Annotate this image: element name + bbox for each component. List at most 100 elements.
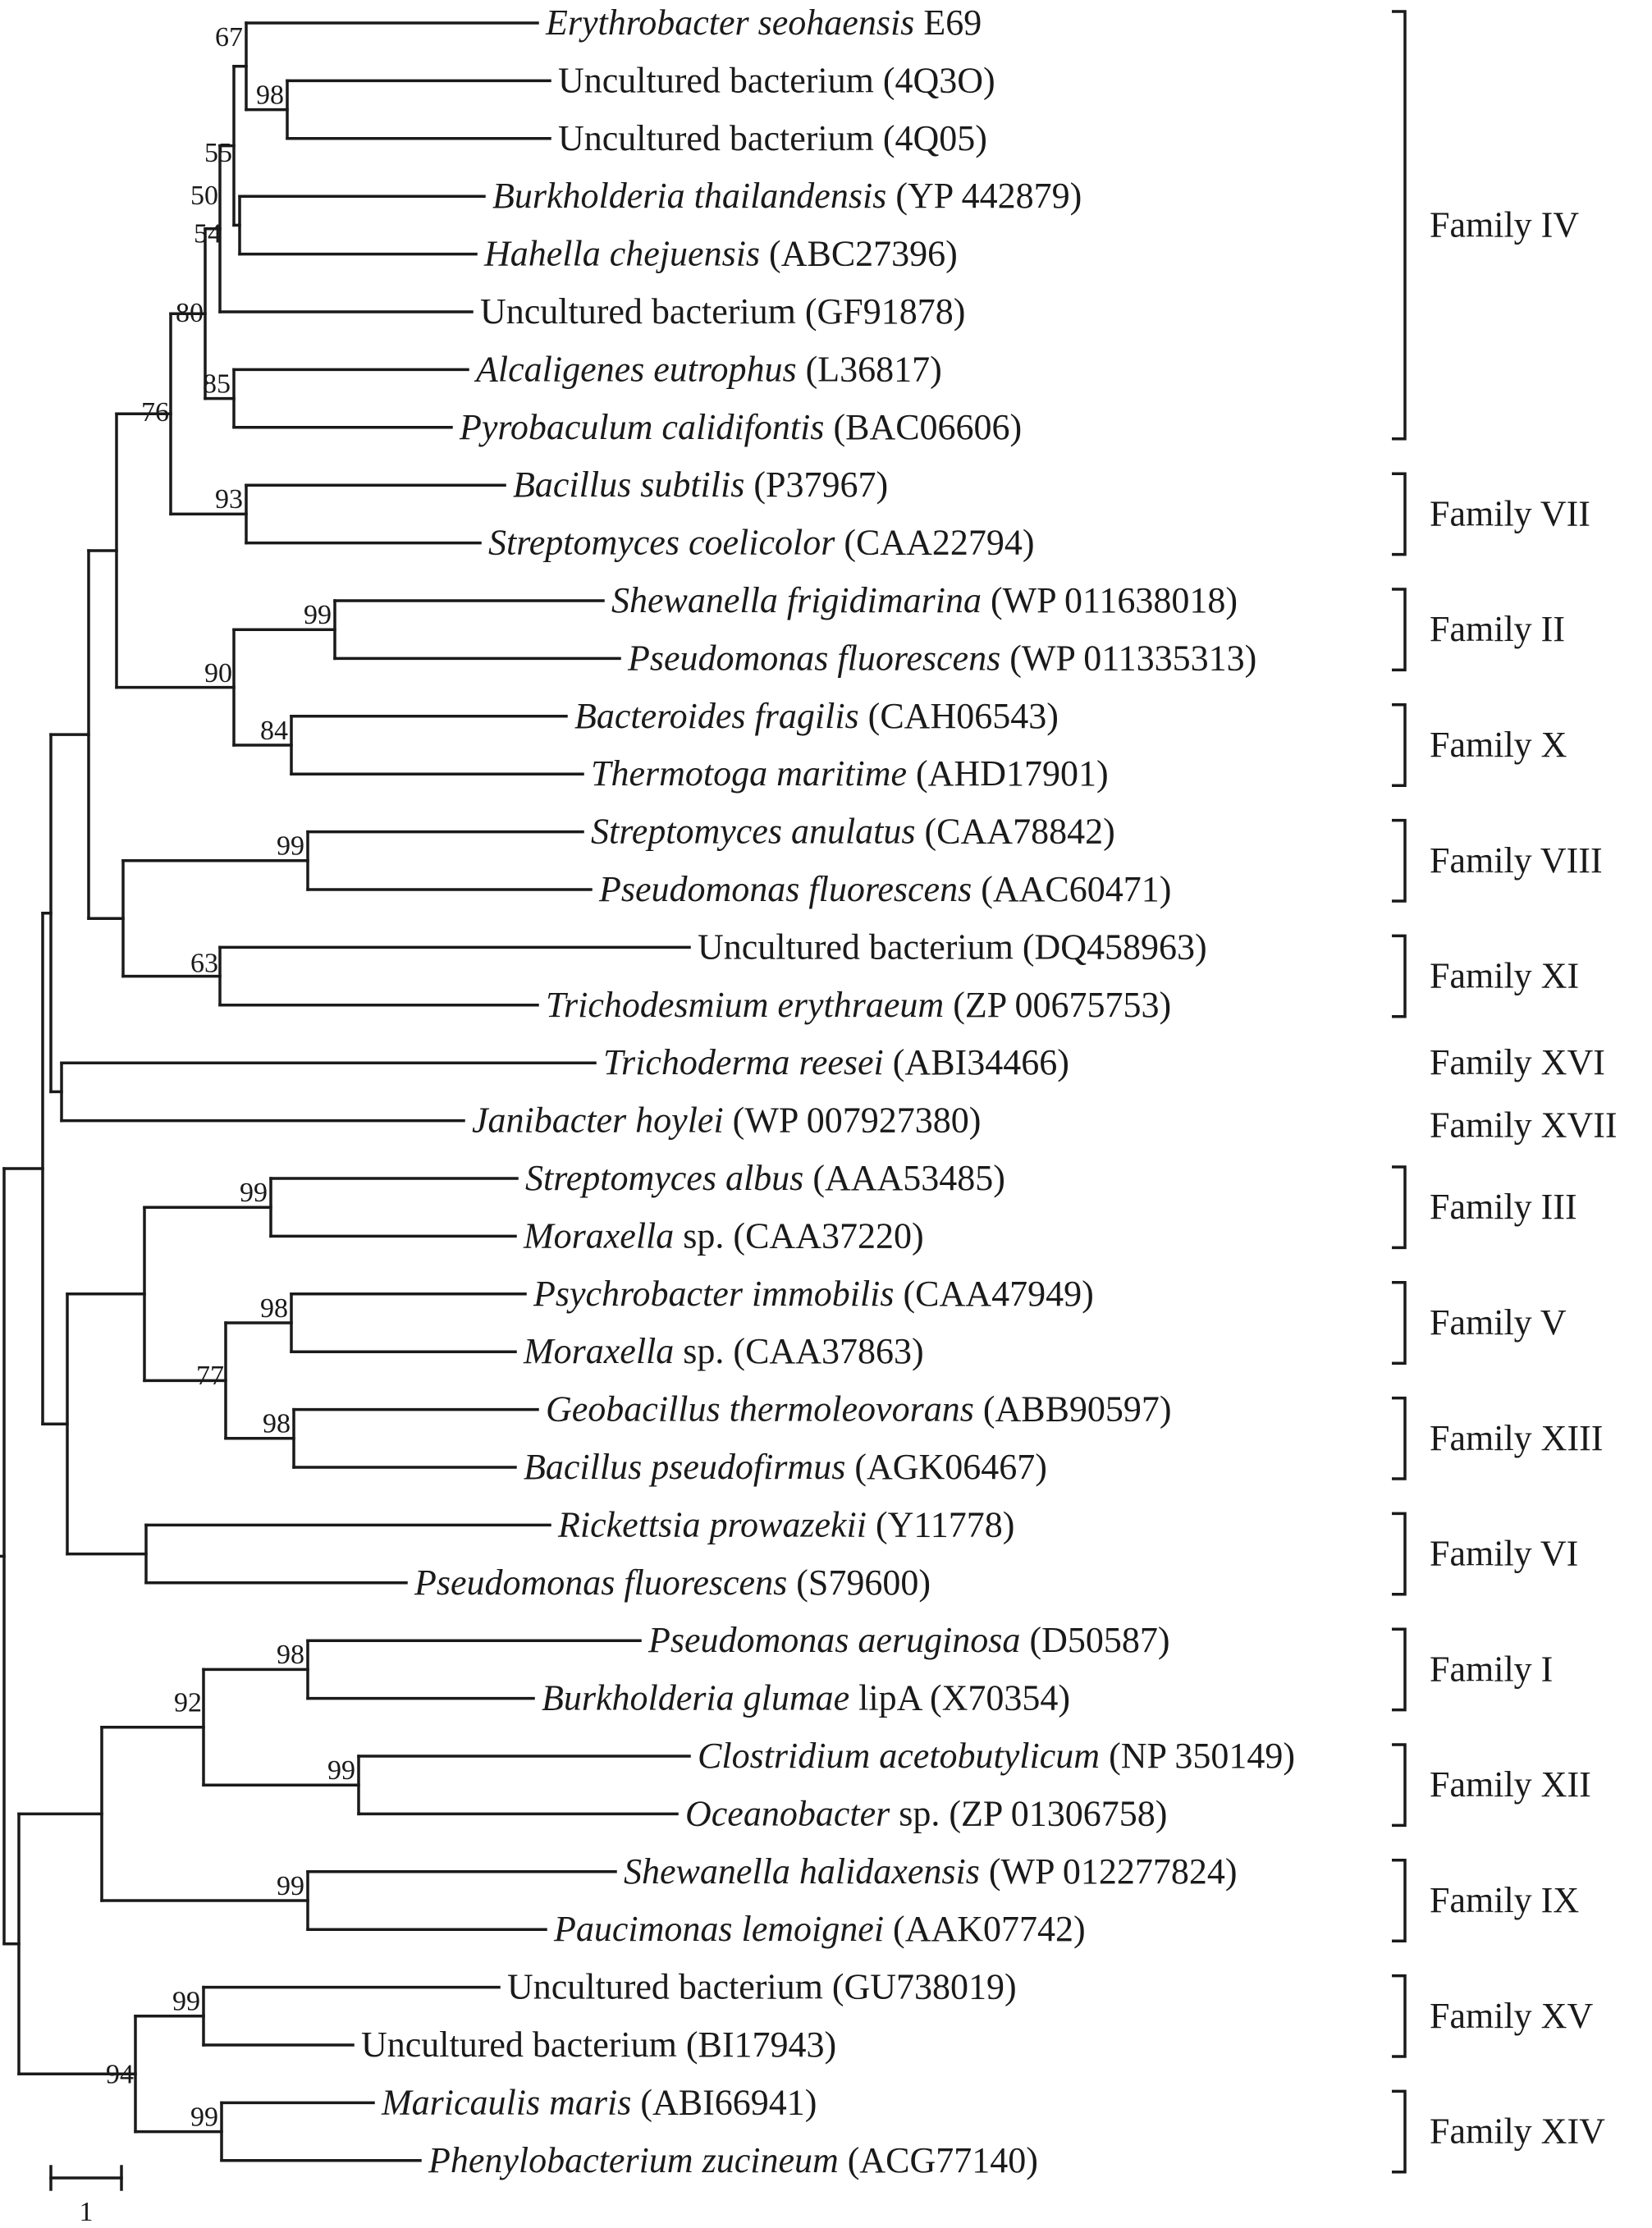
bootstrap-value: 77 bbox=[196, 1361, 224, 1391]
taxon-accession: (P37967) bbox=[744, 464, 888, 505]
taxon-label: Burkholderia thailandensis (YP 442879) bbox=[492, 176, 1082, 216]
taxon-species: Janibacter hoylei bbox=[472, 1100, 724, 1141]
family-label: Family VI bbox=[1430, 1534, 1578, 1574]
taxon-label: Pseudomonas fluorescens (S79600) bbox=[414, 1562, 931, 1603]
bootstrap-value: 93 bbox=[215, 484, 243, 515]
taxon-species: Trichodesmium erythraeum bbox=[546, 985, 944, 1025]
taxon-label: Streptomyces coelicolor (CAA22794) bbox=[488, 523, 1035, 563]
taxon-species: Clostridium acetobutylicum bbox=[698, 1736, 1100, 1776]
family-label: Family II bbox=[1430, 609, 1565, 649]
family-bracket bbox=[1392, 818, 1407, 903]
family-label: Family VII bbox=[1430, 493, 1590, 533]
family-bracket bbox=[1392, 1165, 1407, 1250]
family-bracket bbox=[1392, 1974, 1407, 2058]
taxon-species: Oceanobacter bbox=[685, 1793, 890, 1833]
bootstrap-value: 50 bbox=[190, 181, 218, 211]
bootstrap-values: 9867545550858093769984909963999898779899… bbox=[106, 22, 355, 2132]
bootstrap-value: 92 bbox=[174, 1688, 202, 1718]
taxon-label: Paucimonas lemoignei (AAK07742) bbox=[553, 1909, 1086, 1949]
taxon-label: Bacteroides fragilis (CAH06543) bbox=[574, 696, 1059, 736]
taxon-accession: lipA (X70354) bbox=[849, 1678, 1070, 1718]
bootstrap-value: 55 bbox=[204, 138, 232, 168]
taxon-label: Bacillus pseudofirmus (AGK06467) bbox=[524, 1447, 1047, 1487]
family-bracket bbox=[1392, 1859, 1407, 1942]
taxon-species: Burkholderia glumae bbox=[542, 1678, 849, 1718]
taxon-accession: (WP 012277824) bbox=[980, 1851, 1238, 1892]
taxon-accession: (ABB90597) bbox=[974, 1389, 1172, 1430]
taxon-accession: (D50587) bbox=[1020, 1620, 1169, 1660]
family-bracket bbox=[1392, 2089, 1407, 2174]
taxon-label: Uncultured bacterium (4Q3O) bbox=[558, 60, 995, 100]
taxon-accession: (CAA22794) bbox=[835, 523, 1034, 563]
taxon-species: Streptomyces albus bbox=[525, 1158, 803, 1198]
taxon-species: Pseudomonas fluorescens bbox=[414, 1562, 787, 1603]
taxon-label: Moraxella sp. (CAA37220) bbox=[523, 1215, 924, 1256]
taxon-species: Erythrobacter seohaensis bbox=[545, 2, 914, 43]
taxon-accession: (ABC27396) bbox=[760, 234, 958, 274]
taxon-accession: Uncultured bacterium (DQ458963) bbox=[698, 926, 1207, 967]
family-label: Family XIII bbox=[1430, 1418, 1603, 1458]
taxon-accession: (ACG77140) bbox=[839, 2140, 1038, 2180]
bootstrap-value: 99 bbox=[327, 1755, 355, 1786]
taxon-label: Erythrobacter seohaensis E69 bbox=[545, 2, 982, 43]
taxon-accession: Uncultured bacterium (4Q3O) bbox=[558, 60, 995, 100]
bootstrap-value: 99 bbox=[172, 1987, 200, 2017]
family-label: Family XI bbox=[1430, 956, 1579, 996]
taxon-label: Trichodesmium erythraeum (ZP 00675753) bbox=[546, 985, 1171, 1025]
family-bracket bbox=[1392, 10, 1407, 441]
family-label: Family III bbox=[1430, 1187, 1577, 1227]
taxon-species: Pseudomonas aeruginosa bbox=[648, 1620, 1020, 1660]
taxon-accession: Uncultured bacterium (4Q05) bbox=[558, 118, 987, 158]
taxon-accession: (WP 007927380) bbox=[724, 1100, 982, 1141]
taxon-accession: sp. (ZP 01306758) bbox=[890, 1793, 1167, 1833]
taxon-accession: (WP 011638018) bbox=[982, 580, 1238, 620]
bootstrap-value: 85 bbox=[203, 368, 231, 399]
family-label: Family XIV bbox=[1430, 2111, 1605, 2152]
family-bracket bbox=[1392, 472, 1407, 556]
taxon-species: Bacillus subtilis bbox=[513, 464, 744, 505]
family-bracket bbox=[1392, 1281, 1407, 1365]
taxon-accession: Uncultured bacterium (BI17943) bbox=[361, 2024, 836, 2065]
taxon-label: Moraxella sp. (CAA37863) bbox=[523, 1331, 924, 1371]
family-label: Family IV bbox=[1430, 204, 1579, 245]
taxon-label: Uncultured bacterium (GF91878) bbox=[480, 291, 965, 332]
taxon-label: Janibacter hoylei (WP 007927380) bbox=[472, 1100, 981, 1141]
family-label: Family I bbox=[1430, 1649, 1553, 1689]
taxon-label: Clostridium acetobutylicum (NP 350149) bbox=[698, 1736, 1295, 1776]
taxon-species: Streptomyces anulatus bbox=[591, 812, 916, 852]
taxon-species: Moraxella bbox=[523, 1215, 674, 1256]
taxon-species: Bacteroides fragilis bbox=[574, 696, 859, 736]
taxon-accession: (L36817) bbox=[797, 349, 942, 389]
taxon-label: Alcaligenes eutrophus (L36817) bbox=[474, 349, 942, 389]
bootstrap-value: 99 bbox=[277, 831, 304, 862]
bootstrap-value: 98 bbox=[256, 80, 284, 110]
taxon-label: Oceanobacter sp. (ZP 01306758) bbox=[685, 1793, 1167, 1833]
scale-bar-label: 1 bbox=[80, 2197, 94, 2227]
taxon-accession: (Y11778) bbox=[867, 1504, 1014, 1544]
taxon-species: Bacillus pseudofirmus bbox=[524, 1447, 845, 1487]
taxon-label: Maricaulis maris (ABI66941) bbox=[381, 2082, 817, 2122]
bootstrap-value: 98 bbox=[263, 1409, 291, 1439]
family-label: Family V bbox=[1430, 1302, 1567, 1343]
tree-branches bbox=[0, 21, 691, 2162]
family-label: Family IX bbox=[1430, 1880, 1579, 1920]
taxon-label: Streptomyces anulatus (CAA78842) bbox=[591, 812, 1115, 852]
taxon-label: Phenylobacterium zucineum (ACG77140) bbox=[428, 2140, 1038, 2180]
taxon-species: Pseudomonas fluorescens bbox=[627, 638, 1000, 678]
taxon-accession: (AAA53485) bbox=[803, 1158, 1005, 1198]
taxon-accession: (AAC60471) bbox=[972, 869, 1171, 909]
family-bracket bbox=[1392, 1627, 1407, 1712]
taxon-species: Phenylobacterium zucineum bbox=[428, 2140, 839, 2180]
bootstrap-value: 76 bbox=[141, 397, 169, 428]
family-bracket bbox=[1392, 934, 1407, 1018]
taxon-label: Uncultured bacterium (4Q05) bbox=[558, 118, 987, 158]
taxon-label: Shewanella frigidimarina (WP 011638018) bbox=[611, 580, 1238, 620]
taxon-label: Bacillus subtilis (P37967) bbox=[513, 464, 888, 505]
taxon-label: Pseudomonas fluorescens (AAC60471) bbox=[598, 869, 1171, 909]
family-label: Family XVI bbox=[1430, 1042, 1605, 1082]
family-bracket bbox=[1392, 1396, 1407, 1480]
taxon-species: Paucimonas lemoignei bbox=[553, 1909, 884, 1949]
taxon-species: Streptomyces coelicolor bbox=[488, 523, 835, 563]
family-bracket bbox=[1392, 588, 1407, 672]
taxon-label: Uncultured bacterium (GU738019) bbox=[507, 1967, 1017, 2007]
